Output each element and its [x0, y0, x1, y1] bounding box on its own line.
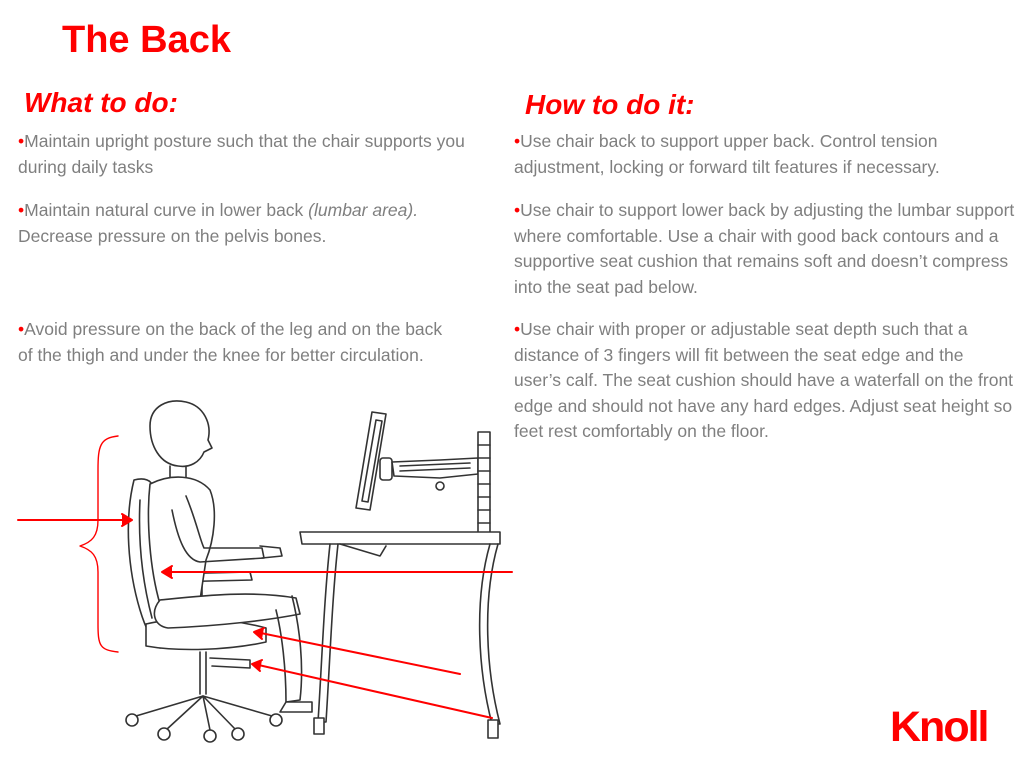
right-bullet-2: •Use chair to support lower back by adju…	[514, 198, 1020, 300]
lumbar-area-note: (lumbar area).	[308, 200, 419, 220]
desk	[299, 531, 501, 739]
right-bullet-2-text: Use chair to support lower back by adjus…	[514, 200, 1015, 297]
what-to-do-heading: What to do:	[24, 87, 178, 118]
back-bracket	[79, 435, 119, 653]
right-bullet-1: •Use chair back to support upper back. C…	[514, 129, 989, 180]
seated-figure	[147, 400, 313, 713]
bullet-glyph: •	[18, 200, 25, 220]
red-indicators	[17, 435, 513, 719]
slide-title: The Back	[62, 19, 231, 61]
right-bullet-1-text: Use chair back to support upper back. Co…	[514, 131, 940, 177]
left-bullet-3-text: Avoid pressure on the back of the leg an…	[18, 319, 443, 365]
left-bullet-3: •Avoid pressure on the back of the leg a…	[18, 317, 448, 368]
ergonomic-seating-illustration	[17, 400, 513, 743]
bullet-glyph: •	[514, 131, 521, 151]
left-bullet-2-text-end: Decrease pressure on the pelvis bones.	[18, 225, 327, 246]
left-bullet-2-text: Maintain natural curve in lower back	[24, 200, 309, 220]
bullet-glyph: •	[514, 200, 521, 220]
right-bullet-3: •Use chair with proper or adjustable sea…	[514, 317, 1014, 445]
seat-height-arrow	[253, 663, 493, 719]
bullet-glyph: •	[18, 319, 25, 339]
right-bullet-3-text: Use chair with proper or adjustable seat…	[514, 319, 1014, 441]
seat-depth-arrow	[255, 631, 461, 675]
how-to-do-it-heading: How to do it:	[525, 89, 695, 120]
left-bullet-2: •Maintain natural curve in lower back (l…	[18, 198, 488, 249]
left-bullet-1: •Maintain upright posture such that the …	[18, 129, 488, 180]
left-bullet-1-text: Maintain upright posture such that the c…	[18, 131, 465, 177]
bullet-glyph: •	[514, 319, 521, 339]
bullet-glyph: •	[18, 131, 25, 151]
monitor-arm	[355, 411, 491, 541]
knoll-logo: Knoll	[890, 703, 989, 751]
